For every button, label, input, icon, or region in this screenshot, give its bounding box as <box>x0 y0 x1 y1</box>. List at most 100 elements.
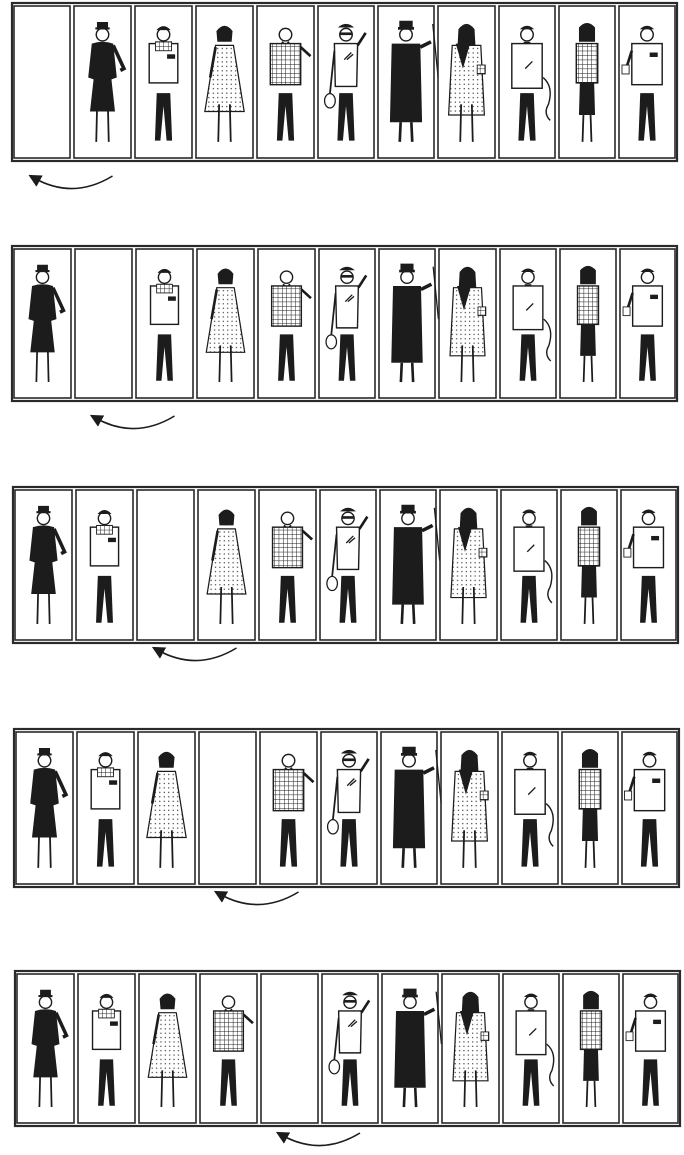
fashion-figure-icon <box>392 506 440 624</box>
fashion-figure-icon <box>391 265 438 382</box>
fashion-figure-icon <box>624 510 664 623</box>
fashion-figure-icon <box>91 752 120 866</box>
fashion-figure-icon <box>581 991 602 1107</box>
fashion-figure-icon <box>207 510 246 624</box>
empty-slot <box>261 974 318 1123</box>
figure-slot <box>439 249 496 398</box>
figure-slot <box>561 490 617 640</box>
fashion-figure-icon <box>147 752 186 868</box>
figure-slot <box>16 732 73 884</box>
figure-slot <box>136 249 193 398</box>
figure-slot <box>621 490 676 640</box>
figure-slot <box>259 490 316 640</box>
fashion-figure-icon <box>327 508 367 622</box>
fashion-figure-icon <box>516 993 554 1105</box>
empty-slot <box>137 490 194 640</box>
fashion-figure-icon <box>390 22 438 142</box>
fashion-figure-icon <box>514 510 552 623</box>
fashion-figure-icon <box>579 749 600 868</box>
fashion-figure-icon <box>452 750 489 868</box>
fashion-figure-icon <box>326 267 366 381</box>
sequence-row <box>15 971 680 1146</box>
fashion-figure-icon <box>576 23 597 142</box>
curved-arrow-icon <box>220 892 299 905</box>
figure-slot <box>14 249 71 398</box>
fashion-figure-icon <box>88 23 124 142</box>
figure-slot <box>379 249 438 398</box>
figure-slot <box>260 732 317 884</box>
figure-slot <box>502 732 558 884</box>
figure-slot <box>198 490 255 640</box>
figure-slot <box>381 732 441 884</box>
fashion-figure-icon <box>273 512 313 622</box>
figure-slot <box>619 6 675 158</box>
fashion-figure-icon <box>206 268 244 382</box>
figure-slot <box>76 490 133 640</box>
fashion-figure-icon <box>578 266 599 382</box>
fashion-figure-icon <box>622 26 662 140</box>
fashion-figure-icon <box>149 26 178 140</box>
fashion-figure-icon <box>394 990 441 1107</box>
figure-slot <box>380 490 440 640</box>
fashion-figure-icon <box>205 26 244 142</box>
figure-slot <box>438 6 495 158</box>
fashion-figure-icon <box>148 993 186 1107</box>
figure-slot <box>17 974 74 1123</box>
figure-slot <box>319 249 375 398</box>
curved-arrow-icon <box>34 176 113 189</box>
figure-slot <box>320 490 376 640</box>
figure-slot <box>559 6 615 158</box>
fashion-figure-icon <box>512 26 550 140</box>
fashion-figure-icon <box>393 748 441 868</box>
fashion-figure-icon <box>451 508 487 624</box>
figure-slot <box>382 974 441 1123</box>
figure-slot <box>440 490 497 640</box>
fashion-figure-icon <box>30 749 66 868</box>
figure-slot <box>135 6 192 158</box>
sequence-row <box>13 487 678 661</box>
figure-slot <box>74 6 131 158</box>
figure-slot <box>258 249 315 398</box>
curved-arrow-icon <box>282 1133 361 1146</box>
fashion-figure-icon <box>90 510 118 622</box>
figure-slot <box>562 732 618 884</box>
figure-slot <box>321 732 377 884</box>
fashion-figure-icon <box>515 752 553 866</box>
figure-slot <box>563 974 619 1123</box>
figure-slot <box>318 6 374 158</box>
curved-arrow-icon <box>158 648 237 661</box>
figure-slot <box>196 6 253 158</box>
fashion-figure-icon <box>273 754 313 866</box>
sequence-row <box>12 3 677 189</box>
fashion-figure-icon <box>272 271 311 380</box>
empty-slot <box>199 732 256 884</box>
fashion-figure-icon <box>270 28 310 140</box>
figure-slot <box>501 490 557 640</box>
fashion-figure-icon <box>626 993 665 1105</box>
fashion-figure-icon <box>329 992 369 1106</box>
figure-slot <box>15 490 72 640</box>
curved-arrow-icon <box>96 416 175 429</box>
figure-slot <box>138 732 195 884</box>
figure-slot <box>500 249 556 398</box>
figure-slot <box>200 974 257 1123</box>
fashion-figure-icon <box>93 994 121 1105</box>
fashion-figure-icon <box>29 266 64 382</box>
figure-slot <box>620 249 675 398</box>
figure-slot <box>78 974 135 1123</box>
fashion-figure-icon <box>32 991 67 1107</box>
figure-slot <box>322 974 378 1123</box>
sequence-row <box>14 729 679 905</box>
figure-slot <box>197 249 254 398</box>
figure-slot <box>378 6 438 158</box>
fashion-figure-icon <box>328 750 369 866</box>
figure-slot <box>442 974 499 1123</box>
figure-slot <box>499 6 555 158</box>
sequence-row <box>12 246 677 429</box>
fashion-figure-icon <box>449 24 486 142</box>
empty-slot <box>75 249 132 398</box>
fashion-figure-icon <box>151 269 179 380</box>
figure-slot <box>503 974 559 1123</box>
figure-slot <box>257 6 314 158</box>
